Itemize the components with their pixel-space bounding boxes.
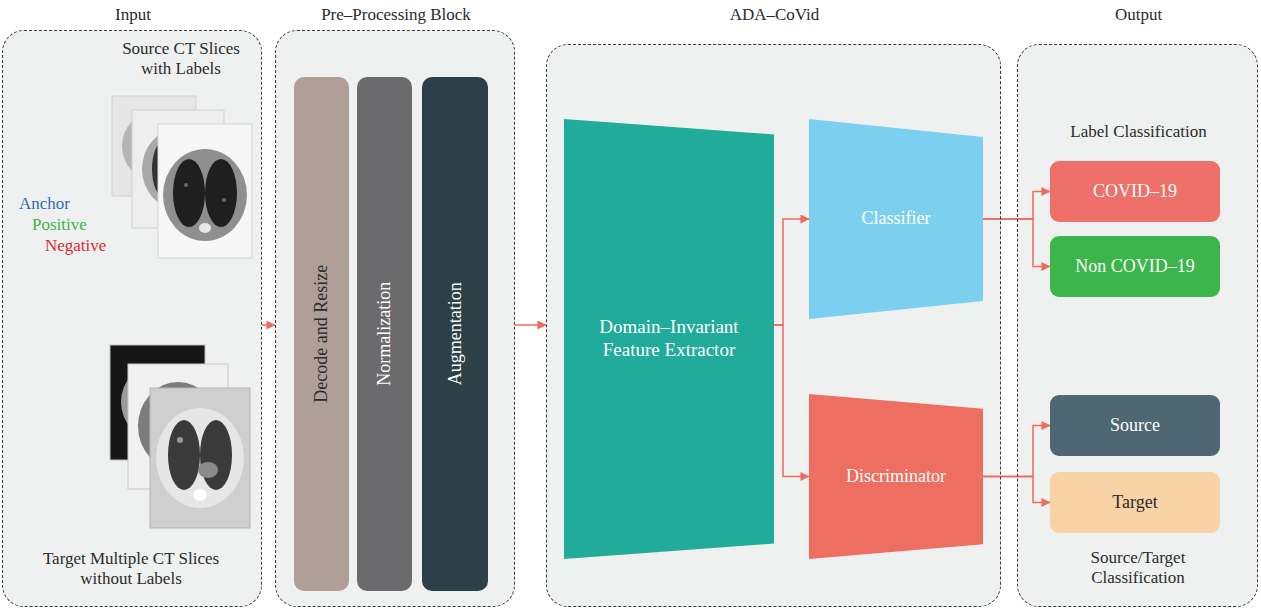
connector-arrow [774, 219, 809, 325]
panel-heading: ADA–CoVid [730, 5, 820, 24]
preprocessing-panel: Pre–Processing BlockDecode and ResizeNor… [275, 30, 515, 607]
source-ct-slices [112, 96, 252, 258]
trapezoid-fill [564, 119, 774, 559]
discriminator-block: Discriminator [809, 394, 983, 559]
triplet-label-holder: Anchor [19, 194, 119, 214]
feature-extractor: Domain–Invariant Feature Extractor [564, 119, 774, 559]
input-panel: InputSource CT Slices with LabelsAnchorP… [2, 30, 262, 607]
panel-fill [275, 30, 515, 607]
group-caption: Label Classification [1070, 122, 1206, 141]
panel-fill [2, 30, 262, 607]
process-bar: Augmentation [422, 77, 488, 591]
triplet-label: Negative [45, 236, 106, 255]
panel-heading-holder: Input [3, 5, 263, 25]
box-label: Non COVID–19 [1065, 256, 1205, 278]
box-label: Source [1100, 415, 1170, 437]
box-label: Domain–Invariant Feature Extractor [564, 316, 774, 362]
panel-fill [546, 44, 1001, 607]
panel-heading-holder: Output [1018, 5, 1259, 25]
panel-heading: Input [115, 5, 151, 24]
panel-fill [1017, 44, 1258, 607]
group-caption-holder: Target Multiple CT Slices without Labels [21, 549, 241, 590]
group-caption: Source CT Slices with Labels [122, 39, 240, 78]
output-panel: OutputLabel ClassificationSource/Target … [1017, 44, 1258, 607]
box-label: Normalization [374, 272, 396, 396]
classifier-block: Classifier [809, 119, 983, 319]
connector-arrow [262, 324, 275, 326]
output-class: Non COVID–19 [1050, 236, 1220, 297]
panel-heading: Pre–Processing Block [321, 5, 471, 24]
panel-heading-holder: ADA–CoVid [547, 5, 1002, 25]
output-class: COVID–19 [1050, 161, 1220, 222]
panel-heading-holder: Pre–Processing Block [276, 5, 516, 25]
triplet-label-holder: Positive [32, 215, 132, 235]
triplet-label: Anchor [19, 194, 70, 213]
group-caption: Target Multiple CT Slices without Labels [43, 549, 219, 588]
box-label: Decode and Resize [311, 255, 333, 413]
target-ct-slices [110, 345, 250, 528]
panel-heading: Output [1115, 5, 1162, 24]
box-label: COVID–19 [1083, 181, 1187, 203]
output-class: Source [1050, 395, 1220, 456]
connector-arrow [515, 324, 546, 326]
triplet-label-holder: Negative [45, 236, 145, 256]
group-caption: Source/Target Classification [1091, 548, 1186, 587]
group-caption-holder: Source/Target Classification [1048, 548, 1228, 589]
model-panel: ADA–CoVidDomain–Invariant Feature Extrac… [546, 44, 1001, 607]
connector-arrow [774, 325, 809, 477]
trapezoid-fill [809, 394, 983, 559]
output-class: Target [1050, 472, 1220, 533]
group-caption-holder: Source CT Slices with Labels [106, 39, 256, 80]
process-bar: Decode and Resize [294, 77, 349, 591]
trapezoid-fill [809, 119, 983, 319]
process-bar: Normalization [357, 77, 412, 591]
box-label: Target [1102, 492, 1167, 514]
group-caption-holder: Label Classification [1028, 122, 1249, 142]
box-label: Classifier [852, 208, 941, 230]
box-label: Augmentation [444, 273, 466, 396]
box-label: Discriminator [836, 466, 956, 488]
triplet-label: Positive [32, 215, 87, 234]
